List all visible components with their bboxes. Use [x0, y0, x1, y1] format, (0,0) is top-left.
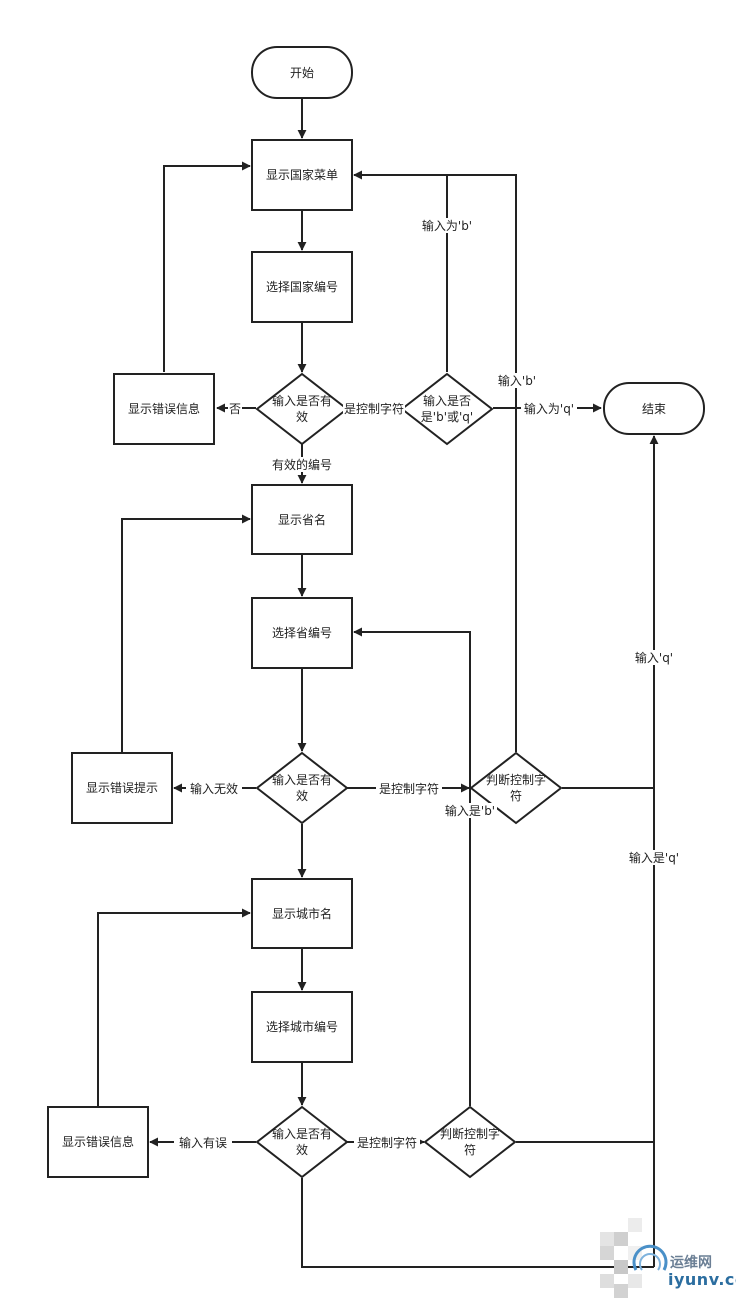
select-province-label: 选择省编号: [272, 625, 332, 640]
label-country-no: 否: [229, 402, 241, 416]
show-city-box: 显示城市名: [251, 878, 353, 949]
watermark-title: 运维网: [670, 1255, 712, 1271]
province-ctrl-label-line2: 符: [510, 788, 522, 803]
label-valid-number: 有效的编号: [272, 457, 332, 472]
edge-province-ctrl-to-menu: [447, 174, 517, 752]
swirl-icon: [632, 1244, 668, 1271]
show-province-box: 显示省名: [251, 484, 353, 555]
end-label: 结束: [642, 402, 666, 416]
country-valid-label-line2: 效: [296, 409, 308, 424]
edge-city-ctrl-to-select-province: [353, 627, 471, 1106]
province-ctrl-label-line1: 判断控制字: [486, 772, 546, 787]
edge-city-error-to-show-city: [97, 908, 251, 1106]
city-valid-label-line2: 效: [296, 1142, 308, 1157]
select-country-box: 选择国家编号: [251, 251, 353, 323]
select-city-label: 选择城市编号: [266, 1019, 338, 1034]
city-ctrl-label-line1: 判断控制字: [440, 1126, 500, 1141]
edge-province-error-to-show-province: [121, 514, 251, 752]
province-error-label: 显示错误提示: [86, 780, 158, 795]
country-error-label: 显示错误信息: [128, 401, 200, 416]
end-node: 结束: [603, 382, 705, 435]
label-input-q-end: 输入为'q': [524, 401, 574, 416]
province-valid-decision: 输入是否有 效: [255, 751, 349, 825]
edge-labels: 否 是控制字符 输入为'b' 输入为'q' 有效的编号 输入'b' 输入无效 是…: [174, 218, 683, 1150]
watermark-logo: [600, 1218, 736, 1299]
label-input-invalid: 输入无效: [190, 781, 238, 796]
show-country-menu-label: 显示国家菜单: [266, 167, 338, 182]
label-city-is-ctrl: 是控制字符: [357, 1135, 417, 1150]
select-province-box: 选择省编号: [251, 597, 353, 669]
label-input-is-q: 输入是'q': [629, 850, 679, 865]
country-valid-decision: 输入是否有 效: [255, 372, 349, 446]
edge-city-valid-bottom-loop: [301, 1178, 654, 1268]
edge-country-error-to-menu: [163, 161, 251, 372]
label-province-is-ctrl: 是控制字符: [379, 781, 439, 796]
label-input-q-right: 输入'q': [635, 650, 673, 665]
country-bq-label-line1: 输入是否: [423, 393, 471, 408]
city-error-label: 显示错误信息: [62, 1134, 134, 1149]
province-valid-label-line2: 效: [296, 788, 308, 803]
country-bq-decision: 输入是否 是'b'或'q': [400, 372, 494, 446]
label-input-wrong: 输入有误: [179, 1135, 227, 1150]
country-valid-label-line1: 输入是否有: [272, 393, 332, 408]
country-bq-label-line2: 是'b'或'q': [421, 410, 473, 424]
label-input-b-top: 输入为'b': [422, 218, 472, 233]
label-input-is-b: 输入是'b': [445, 803, 495, 818]
city-valid-decision: 输入是否有 效: [255, 1105, 349, 1179]
show-city-label: 显示城市名: [272, 906, 332, 921]
watermark-subtitle: iyunv.com: [668, 1270, 736, 1289]
show-country-menu-box: 显示国家菜单: [251, 139, 353, 211]
province-error-box: 显示错误提示: [71, 752, 173, 824]
city-valid-label-line1: 输入是否有: [272, 1126, 332, 1141]
select-country-label: 选择国家编号: [266, 279, 338, 294]
label-country-is-ctrl: 是控制字符: [344, 401, 404, 416]
edge-bq-to-menu: [353, 170, 448, 372]
start-node: 开始: [251, 46, 353, 99]
city-error-box: 显示错误信息: [47, 1106, 149, 1178]
city-ctrl-label-line2: 符: [464, 1142, 476, 1157]
select-city-box: 选择城市编号: [251, 991, 353, 1063]
start-label: 开始: [290, 66, 314, 80]
label-input-b-right: 输入'b': [498, 373, 536, 388]
connectors: [97, 98, 659, 1268]
city-ctrl-decision: 判断控制字 符: [423, 1105, 517, 1179]
show-province-label: 显示省名: [278, 512, 326, 527]
province-valid-label-line1: 输入是否有: [272, 772, 332, 787]
country-error-box: 显示错误信息: [113, 373, 215, 445]
